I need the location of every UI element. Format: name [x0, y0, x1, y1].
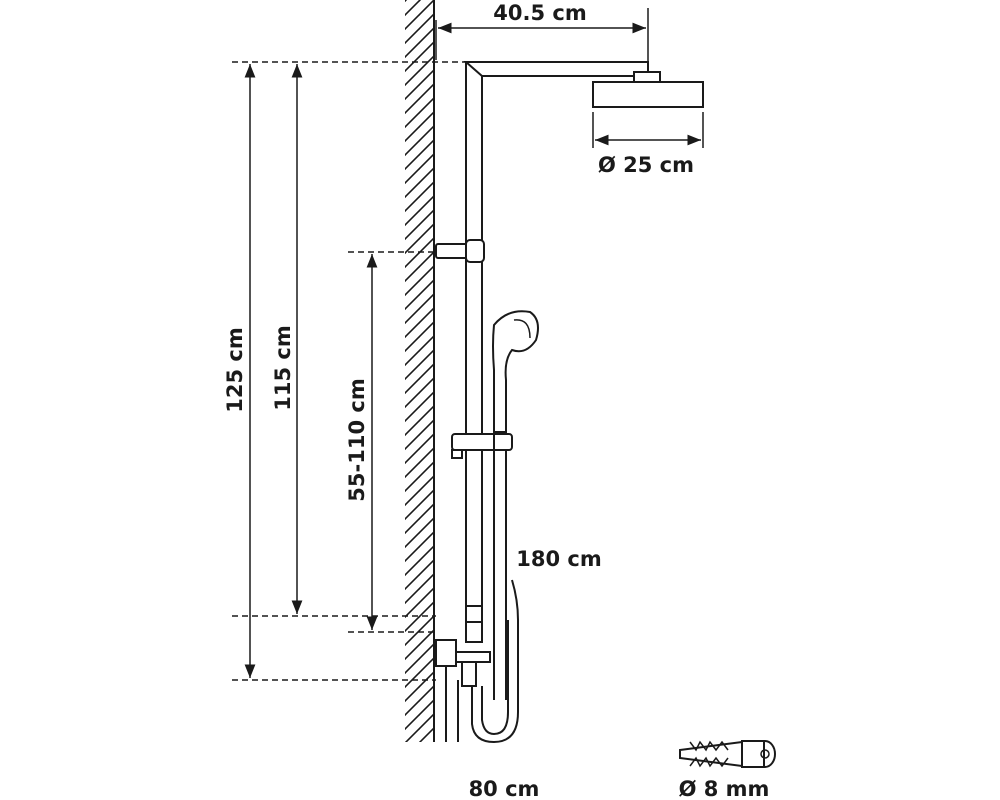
hose-length-label: 180 cm — [516, 547, 601, 571]
bar-length-label: 80 cm — [469, 777, 540, 800]
arm-length-label: 40.5 cm — [493, 1, 586, 25]
head-diameter-label: Ø 25 cm — [598, 153, 694, 177]
wall-bracket — [435, 239, 485, 263]
reference-lines — [232, 61, 470, 681]
dowel-diameter-label: Ø 8 mm — [679, 777, 770, 800]
hand-shower — [492, 310, 539, 433]
dimension-total-height: 125 cm — [223, 64, 256, 678]
dimension-rail-height: 115 cm — [271, 64, 303, 614]
slider-range-label: 55-110 cm — [345, 378, 369, 501]
riser-pipe — [463, 61, 649, 643]
wall — [405, 0, 435, 742]
wall-dowel-icon: Ø 8 mm — [679, 740, 776, 800]
dimension-slider-range: 55-110 cm — [345, 254, 378, 630]
overhead-shower-head: Ø 25 cm — [592, 71, 704, 177]
rail-height-label: 115 cm — [271, 325, 295, 410]
slide-rail — [493, 432, 507, 700]
slide-holder — [451, 433, 513, 459]
dimension-arm-length: 40.5 cm — [435, 1, 649, 62]
hose — [471, 579, 519, 744]
total-height-label: 125 cm — [223, 327, 247, 412]
lower-connector — [435, 605, 491, 742]
